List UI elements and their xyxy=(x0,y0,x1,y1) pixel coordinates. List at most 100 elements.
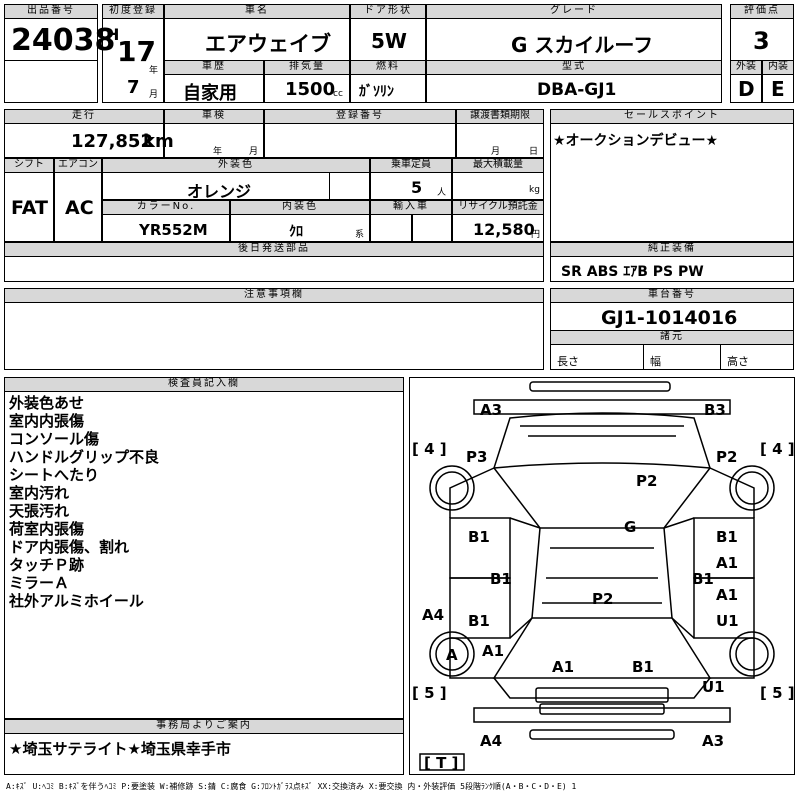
mileage: 127,852 xyxy=(71,131,153,152)
mark-b1-r1: B1 xyxy=(716,528,738,546)
car-diagram-svg: A3 B3 P3 P2 P2 G B1 B1 B1 A1 B1 A1 P2 B1… xyxy=(412,381,794,772)
mark-p2-roof: P2 xyxy=(636,472,657,490)
history-box: 自家用 xyxy=(164,74,264,104)
overall-score: 3 xyxy=(753,27,770,55)
color-no-box: YR552M xyxy=(102,214,230,242)
mark-p2-hood: P2 xyxy=(592,590,613,608)
equipment-box: SR ABS ｴｱB PS PW xyxy=(550,256,794,282)
sales-point-box: ★オークションデビュー★ xyxy=(550,123,794,242)
grade-header: グレード xyxy=(426,4,722,19)
inspection-box: 年 月 xyxy=(164,123,264,158)
note-line: タッチＰ跡 xyxy=(9,556,85,574)
lot-number: 24038 xyxy=(11,23,116,58)
mark-a3-front: A3 xyxy=(702,732,724,750)
fuel: ｶﾞｿﾘﾝ xyxy=(359,84,394,100)
shift-box: FAT xyxy=(4,172,54,242)
equipment-header: 純正装備 xyxy=(550,242,794,257)
spec-height: 高さ xyxy=(727,355,749,368)
mark-b3-rear: B3 xyxy=(704,401,726,419)
mileage-box: 127,852 km xyxy=(4,123,174,158)
history: 自家用 xyxy=(183,83,237,104)
note-line: 天張汚れ xyxy=(9,502,70,520)
inspection-year: 年 xyxy=(213,147,223,157)
grade: G スカイルーフ xyxy=(511,33,654,57)
office-notice: ★埼玉サテライト★埼玉県幸手市 xyxy=(9,740,231,758)
car-name: エアウェイブ xyxy=(205,32,331,56)
car-name-box: エアウェイブ xyxy=(164,18,350,61)
mark-b1-center-l: B1 xyxy=(490,570,512,588)
mark-a1-r2: A1 xyxy=(716,586,738,604)
later-parts-box xyxy=(4,256,544,282)
color-number: YR552M xyxy=(139,221,208,239)
recycle-fee: 12,580 xyxy=(473,220,535,239)
displacement-box: 1500 cc xyxy=(264,74,350,103)
mark-a1-l: A1 xyxy=(482,642,504,660)
note-line: シートへたり xyxy=(9,466,100,484)
reg-no-header: 登録番号 xyxy=(264,109,456,124)
later-parts-header: 後日発送部品 xyxy=(4,242,544,257)
note-line: ドア内張傷、割れ xyxy=(9,538,130,556)
month-unit: 月 xyxy=(149,90,159,100)
exterior-score: D xyxy=(738,77,755,101)
aircon: AC xyxy=(65,197,94,219)
spec-length: 長さ xyxy=(557,355,579,368)
import-header: 輸入車 xyxy=(370,200,452,215)
model: DBA-GJ1 xyxy=(537,80,617,100)
mark-u1-r1: U1 xyxy=(716,612,739,630)
mark-p3: P3 xyxy=(466,448,487,466)
mark-p2-right: P2 xyxy=(716,448,737,466)
inspection-header: 車検 xyxy=(164,109,264,124)
tire-label-rr: [ 4 ] xyxy=(760,440,794,458)
score-header: 評価点 xyxy=(730,4,794,19)
reg-no-box xyxy=(264,123,456,158)
color-header: 外装色 xyxy=(102,158,370,173)
manual-header: 譲渡書類期限 xyxy=(456,109,544,124)
tire-label-spare: [ T ] xyxy=(424,754,458,772)
capacity: 5 xyxy=(411,178,423,197)
interior-suffix: 系 xyxy=(355,230,365,240)
year-unit: 年 xyxy=(149,66,159,76)
max-load-header: 最大積載量 xyxy=(452,158,544,173)
specs-length-box: 長さ xyxy=(550,344,644,370)
chassis-number: GJ1-1014016 xyxy=(601,307,738,329)
manual-box: 月 日 xyxy=(456,123,544,158)
mark-u1-r2: U1 xyxy=(702,678,725,696)
office-box: ★埼玉サテライト★埼玉県幸手市 xyxy=(4,733,404,775)
note-line: 荷室内張傷 xyxy=(9,520,85,538)
score-box: 3 xyxy=(730,18,794,61)
capacity-header: 乗車定員 xyxy=(370,158,452,173)
mark-b1-l2: B1 xyxy=(468,612,490,630)
era: H xyxy=(106,25,120,44)
aircon-header: エアコン xyxy=(54,158,102,173)
mark-a4-left: A4 xyxy=(422,606,444,624)
grade-box: G スカイルーフ xyxy=(426,18,722,61)
sales-point: ★オークションデビュー★ xyxy=(553,133,719,149)
note-line: ミラーＡ xyxy=(9,574,70,592)
color-box-extra xyxy=(329,172,370,200)
cc-unit: cc xyxy=(333,89,343,99)
max-load-unit: kg xyxy=(529,185,540,195)
mark-a3-rear: A3 xyxy=(480,401,502,419)
mark-b1-l1: B1 xyxy=(468,528,490,546)
inspection-month: 月 xyxy=(249,147,259,157)
mark-a1-r1: A1 xyxy=(716,554,738,572)
lot-header: 出品番号 xyxy=(4,4,98,19)
specs-height-box: 高さ xyxy=(720,344,794,370)
model-header: 型式 xyxy=(426,60,722,75)
mark-a4-front: A4 xyxy=(480,732,502,750)
manual-day: 日 xyxy=(529,147,539,157)
fuel-box: ｶﾞｿﾘﾝ xyxy=(350,74,426,103)
shift-header: シフト xyxy=(4,158,54,173)
equipment: SR ABS ｴｱB PS PW xyxy=(561,264,704,280)
capacity-unit: 人 xyxy=(437,188,447,198)
legend: A:ｷｽﾞ U:ﾍｺﾐ B:ｷｽﾞを伴うﾍｺﾐ P:要塗装 W:補修跡 S:錆 … xyxy=(6,782,577,791)
int-color-header: 内装色 xyxy=(230,200,370,215)
lot-blank xyxy=(4,60,98,103)
mark-b1-center-r: B1 xyxy=(692,570,714,588)
specs-header: 諸元 xyxy=(550,330,794,345)
inspector-header: 検査員記入欄 xyxy=(4,377,404,392)
fuel-header: 燃料 xyxy=(350,60,426,75)
chassis-box: GJ1-1014016 xyxy=(550,302,794,331)
door-box: 5W xyxy=(350,18,426,61)
tire-label-fr: [ 5 ] xyxy=(760,684,794,702)
